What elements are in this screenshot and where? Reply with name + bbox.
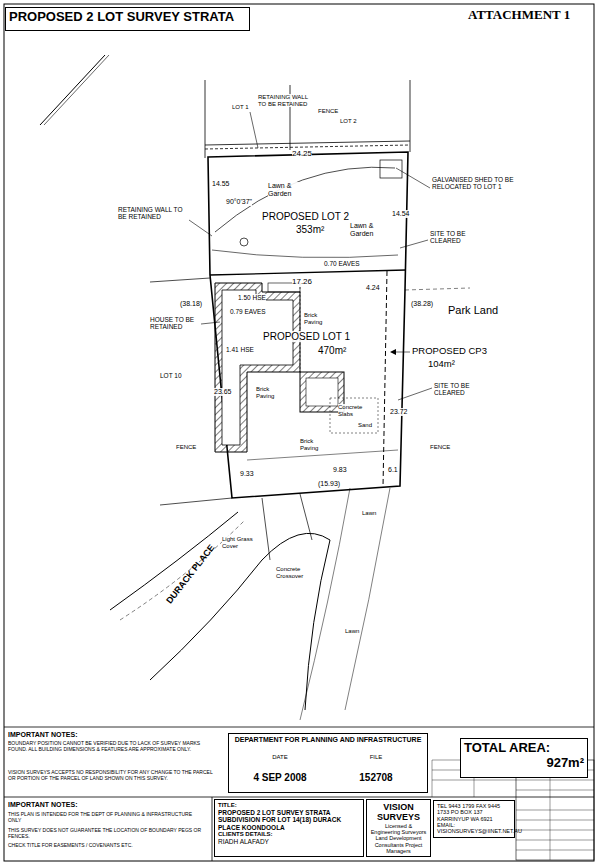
plan-label: THIS SURVEY DOES NOT GUARANTEE THE LOCAT… bbox=[8, 828, 206, 839]
plan-label: HOUSE TO BE RETAINED bbox=[150, 316, 200, 330]
plan-label: CHECK TITLE FOR EASEMENTS / COVENANTS ET… bbox=[8, 843, 206, 849]
plan-label: 23.72 bbox=[390, 408, 408, 416]
plan-label: Sand bbox=[358, 422, 372, 429]
plan-label: Brick Paving bbox=[304, 312, 332, 325]
plan-label: 6.1 bbox=[388, 466, 398, 474]
plan-label: 23.65 bbox=[214, 388, 232, 396]
plan-label: IMPORTANT NOTES: bbox=[8, 731, 77, 739]
plan-label: GALVANISED SHED TO BE RELOCATED TO LOT 1 bbox=[432, 176, 514, 190]
plan-label: 470m² bbox=[318, 345, 346, 356]
plan-label: Brick Paving bbox=[256, 386, 284, 399]
plan-label: 14.55 bbox=[212, 180, 230, 188]
plan-label: FENCE bbox=[318, 108, 338, 115]
plan-label: Lawn bbox=[345, 628, 359, 635]
info-box: TOTAL AREA:927m² bbox=[460, 738, 588, 778]
plan-label: FENCE bbox=[430, 444, 450, 451]
box-text: VISION SURVEYS bbox=[370, 802, 427, 823]
plan-label: 0.70 EAVES bbox=[324, 260, 360, 267]
plan-label: Lawn & Garden bbox=[268, 182, 304, 197]
plan-label: ATTACHMENT 1 bbox=[468, 8, 570, 22]
box-text: CLIENTS DETAILS: bbox=[218, 831, 360, 838]
box-text: Licensed & Engineering Surveyors Land De… bbox=[370, 823, 427, 855]
plan-label: (38.28) bbox=[411, 300, 433, 308]
plan-label: DURACK PLACE bbox=[165, 543, 217, 606]
box-text: RIADH ALAFADY bbox=[218, 838, 360, 845]
plan-label: SITE TO BE CLEARED bbox=[434, 382, 494, 396]
plan-label: Concrete Slabs bbox=[338, 404, 372, 417]
box-text: PROPOSED 2 LOT SURVEY STRATA bbox=[9, 10, 246, 25]
plan-label: (15.93) bbox=[318, 480, 340, 488]
plan-label: LOT 1 bbox=[232, 104, 249, 111]
plan-label: Brick Paving bbox=[300, 438, 330, 451]
plan-label: 24.25 bbox=[292, 150, 312, 159]
plan-label: LOT 10 bbox=[160, 372, 182, 379]
plan-label: PROPOSED LOT 2 bbox=[262, 211, 349, 222]
info-box: VISION SURVEYSLicensed & Engineering Sur… bbox=[366, 799, 431, 857]
box-text: TEL 9443 1799 FAX 9445 1733 PO BOX 137 K… bbox=[437, 803, 511, 835]
plan-label: IMPORTANT NOTES: bbox=[8, 801, 77, 809]
plan-label: 353m² bbox=[296, 224, 324, 235]
plan-label: 1.50 HSE bbox=[238, 294, 266, 301]
plan-label: 1.41 HSE bbox=[226, 346, 254, 353]
plan-label: (38.18) bbox=[180, 300, 202, 308]
box-text: 152708 bbox=[328, 772, 424, 784]
info-box: TITLE:PROPOSED 2 LOT SURVEY STRATA SUBDI… bbox=[214, 799, 364, 857]
box-text: PROPOSED 2 LOT SURVEY STRATA SUBDIVISION… bbox=[218, 809, 360, 831]
plan-label: Park Land bbox=[448, 304, 498, 316]
plan-label: PROPOSED CP3 bbox=[412, 346, 487, 356]
plan-label: FENCE bbox=[176, 444, 196, 451]
plan-label: VISION SURVEYS ACCEPTS NO RESPONSIBILITY… bbox=[8, 770, 213, 781]
plan-label: 104m² bbox=[428, 359, 455, 369]
info-box: DEPARTMENT FOR PLANNING AND INFRASTRUCTU… bbox=[228, 733, 428, 793]
plan-label: THIS PLAN IS INTENDED FOR THE DEPT OF PL… bbox=[8, 812, 206, 823]
plan-label: 0.79 EAVES bbox=[230, 308, 266, 315]
box-text: FILE bbox=[328, 754, 424, 761]
plan-label: BOUNDARY POSITION CANNOT BE VERIFIED DUE… bbox=[8, 741, 213, 752]
plan-label: 90°0'37" bbox=[226, 198, 252, 206]
title-box: PROPOSED 2 LOT SURVEY STRATA bbox=[5, 7, 250, 31]
plan-label: Lawn bbox=[362, 510, 376, 517]
plan-label: Lawn & Garden bbox=[350, 222, 384, 237]
plan-label: RETAINING WALL TO BE RETAINED bbox=[118, 206, 188, 220]
box-text: 927m² bbox=[464, 756, 584, 771]
box-text: DATE bbox=[232, 754, 328, 761]
plan-label: PROPOSED LOT 1 bbox=[263, 331, 350, 342]
plan-label: RETAINING WALL TO BE RETAINED bbox=[258, 94, 310, 107]
box-text: TOTAL AREA: bbox=[464, 741, 584, 756]
box-text: DEPARTMENT FOR PLANNING AND INFRASTRUCTU… bbox=[232, 736, 424, 744]
box-text: TITLE: bbox=[218, 802, 360, 809]
box-text: 4 SEP 2008 bbox=[232, 772, 328, 784]
plan-label: Light Grass Cover bbox=[222, 536, 262, 549]
plan-label: 17.26 bbox=[292, 278, 312, 287]
plan-label: 9.33 bbox=[240, 470, 254, 478]
plan-label: 14.54 bbox=[392, 210, 410, 218]
plan-label: Concrete Crossover bbox=[276, 566, 321, 579]
plan-label: SITE TO BE CLEARED bbox=[430, 230, 490, 244]
plan-label: LOT 2 bbox=[340, 118, 357, 125]
plan-label: 4.24 bbox=[366, 284, 380, 292]
info-box: TEL 9443 1799 FAX 9445 1733 PO BOX 137 K… bbox=[433, 800, 515, 838]
plan-label: 9.83 bbox=[333, 466, 347, 474]
